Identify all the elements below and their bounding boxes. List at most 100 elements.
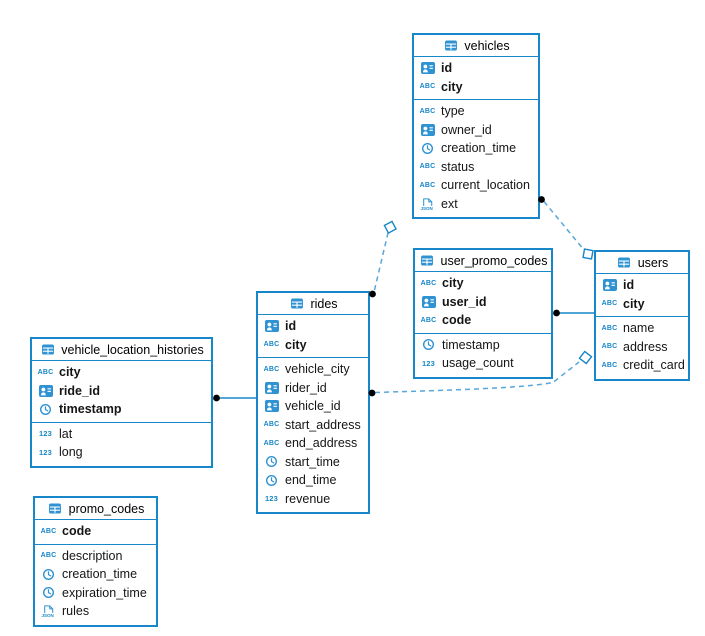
column-name: id: [441, 61, 453, 76]
column-row[interactable]: ABC city: [414, 78, 538, 97]
table-title: rides: [310, 296, 338, 311]
timestamp-type-icon: [419, 141, 436, 155]
table-promo-codes[interactable]: promo_codes ABC code ABC description cre…: [33, 496, 158, 627]
column-row[interactable]: ABC city: [32, 363, 211, 382]
column-row[interactable]: ABC vehicle_city: [258, 360, 368, 379]
table-icon: [288, 297, 305, 311]
column-row[interactable]: user_id: [415, 293, 551, 312]
uuid-type-icon: [263, 319, 280, 333]
uuid-type-icon: [419, 61, 436, 75]
timestamp-type-icon: [263, 473, 280, 487]
column-row[interactable]: id: [596, 276, 688, 295]
table-user-promo-codes[interactable]: user_promo_codes ABC city user_id ABC co…: [413, 248, 553, 379]
column-name: rider_id: [285, 380, 327, 395]
column-row[interactable]: ABC code: [35, 522, 156, 541]
column-row[interactable]: ABC code: [415, 311, 551, 330]
timestamp-type-icon: [37, 402, 54, 416]
column-row[interactable]: ride_id: [32, 382, 211, 401]
column-name: vehicle_id: [285, 399, 341, 414]
table-header[interactable]: vehicle_location_histories: [32, 339, 211, 361]
relation-line-vehicles-users[interactable]: [543, 201, 585, 251]
table-header[interactable]: user_promo_codes: [415, 250, 551, 272]
table-vehicles[interactable]: vehicles id ABC city ABC type owner_id: [412, 33, 540, 219]
column-row[interactable]: timestamp: [415, 336, 551, 355]
column-row[interactable]: ABC start_address: [258, 416, 368, 435]
column-row[interactable]: creation_time: [414, 139, 538, 158]
column-name: revenue: [285, 491, 331, 506]
key-separator: [414, 99, 538, 100]
column-name: long: [59, 445, 83, 460]
column-name: owner_id: [441, 122, 492, 137]
column-row[interactable]: 123 long: [32, 443, 211, 462]
column-row[interactable]: vehicle_id: [258, 397, 368, 416]
column-name: end_time: [285, 473, 337, 488]
column-row[interactable]: ABC status: [414, 158, 538, 177]
column-name: address: [623, 339, 668, 354]
timestamp-type-icon: [420, 338, 437, 352]
column-row[interactable]: ABC current_location: [414, 176, 538, 195]
table-icon: [419, 254, 436, 268]
text-type-icon: ABC: [419, 83, 436, 91]
uuid-type-icon: [419, 123, 436, 137]
timestamp-type-icon: [40, 567, 57, 581]
table-header[interactable]: promo_codes: [35, 498, 156, 520]
table-title: user_promo_codes: [440, 253, 548, 268]
column-row[interactable]: ABC city: [596, 295, 688, 314]
column-row[interactable]: 123 usage_count: [415, 354, 551, 373]
column-row[interactable]: ABC type: [414, 102, 538, 121]
column-row[interactable]: start_time: [258, 453, 368, 472]
column-name: ext: [441, 196, 458, 211]
column-name: end_address: [285, 436, 358, 451]
table-header[interactable]: users: [596, 252, 688, 274]
json-icon-label: JSON: [420, 205, 434, 211]
key-separator: [32, 421, 211, 423]
relation-dot: [213, 394, 220, 402]
column-name: credit_card: [623, 358, 685, 373]
key-separator: [415, 332, 551, 334]
table-header[interactable]: vehicles: [414, 35, 538, 57]
relation-line-rides-vehicles[interactable]: [373, 232, 389, 291]
column-name: city: [59, 365, 81, 380]
column-row[interactable]: owner_id: [414, 121, 538, 140]
text-type-icon: ABC: [37, 368, 54, 376]
column-row[interactable]: id: [414, 59, 538, 78]
key-separator: [596, 316, 688, 317]
text-type-icon: ABC: [601, 361, 618, 369]
key-separator: [258, 357, 368, 358]
relation-dot: [553, 309, 560, 317]
column-row[interactable]: ABC city: [415, 274, 551, 293]
table-vehicle-location-histories[interactable]: vehicle_location_histories ABC city ride…: [30, 337, 213, 468]
uuid-type-icon: [263, 399, 280, 413]
column-name: lat: [59, 426, 73, 441]
column-name: rules: [62, 604, 90, 619]
text-type-icon: ABC: [601, 324, 618, 332]
column-row[interactable]: ABC end_address: [258, 434, 368, 453]
column-name: timestamp: [442, 337, 500, 352]
column-row[interactable]: 123 lat: [32, 425, 211, 444]
column-row[interactable]: timestamp: [32, 400, 211, 419]
table-title: vehicles: [464, 38, 510, 53]
table-rides[interactable]: rides id ABC city ABC vehicle_city rider…: [256, 291, 370, 514]
text-type-icon: ABC: [601, 300, 618, 308]
column-row[interactable]: expiration_time: [35, 584, 156, 603]
column-row[interactable]: ABC credit_card: [596, 356, 688, 375]
column-row[interactable]: creation_time: [35, 565, 156, 584]
column-row[interactable]: ABC name: [596, 319, 688, 338]
table-header[interactable]: rides: [258, 293, 368, 315]
column-name: description: [62, 548, 123, 563]
text-type-icon: ABC: [420, 316, 437, 324]
table-users[interactable]: users id ABC city ABC name ABC address: [594, 250, 690, 381]
column-row[interactable]: ABC city: [258, 336, 368, 355]
column-row[interactable]: 123 revenue: [258, 490, 368, 509]
column-row[interactable]: JSON ext: [414, 195, 538, 214]
column-row[interactable]: JSON rules: [35, 602, 156, 621]
column-name: code: [62, 524, 92, 539]
column-row[interactable]: rider_id: [258, 379, 368, 398]
column-name: id: [285, 319, 297, 334]
column-name: current_location: [441, 178, 530, 193]
column-row[interactable]: end_time: [258, 471, 368, 490]
column-row[interactable]: ABC address: [596, 338, 688, 357]
column-name: status: [441, 159, 475, 174]
column-row[interactable]: id: [258, 317, 368, 336]
column-row[interactable]: ABC description: [35, 547, 156, 566]
